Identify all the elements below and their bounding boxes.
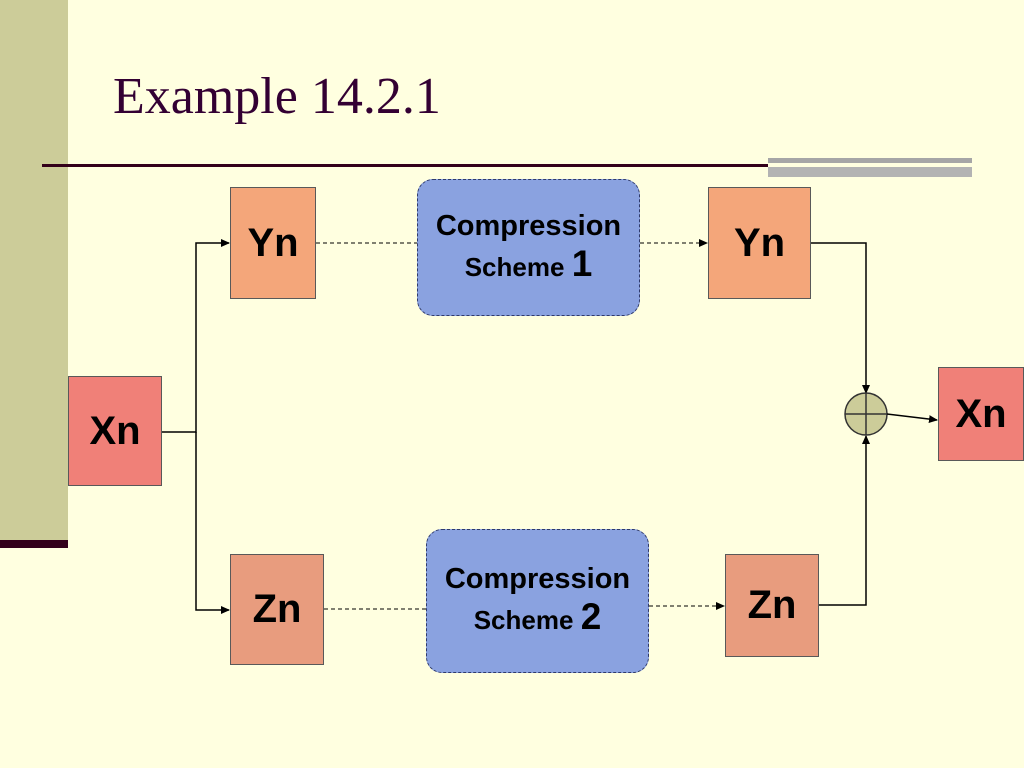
left-decorative-band bbox=[0, 0, 68, 540]
left-band-edge bbox=[0, 540, 68, 548]
zn-label: Zn bbox=[252, 587, 302, 631]
scheme1-title: Compression bbox=[435, 209, 622, 242]
wire-zn-to-adder bbox=[819, 435, 870, 606]
slide-title: Example 14.2.1 bbox=[113, 68, 441, 125]
title-bar-accent bbox=[768, 158, 972, 177]
scheme1-label: Scheme bbox=[464, 251, 565, 282]
scheme2-title: Compression bbox=[444, 563, 631, 596]
output-xn-box: Xn bbox=[938, 367, 1024, 461]
title-underline bbox=[42, 164, 972, 167]
compression-scheme-1-box: Compression Scheme 1 bbox=[417, 179, 640, 316]
yn-box: Yn bbox=[230, 187, 316, 299]
yn-reconstructed-label: Yn bbox=[733, 220, 786, 265]
compression-scheme-2-box: Compression Scheme 2 bbox=[426, 529, 649, 673]
scheme2-subtitle: Scheme 2 bbox=[474, 596, 602, 639]
scheme2-number: 2 bbox=[580, 596, 602, 638]
yn-label: Yn bbox=[247, 220, 299, 265]
yn-reconstructed-box: Yn bbox=[708, 187, 811, 299]
zn-reconstructed-box: Zn bbox=[725, 554, 819, 657]
zn-reconstructed-label: Zn bbox=[747, 583, 797, 627]
wire-yn-to-adder bbox=[811, 242, 870, 394]
input-xn-box: Xn bbox=[68, 376, 162, 486]
summing-junction-icon bbox=[844, 392, 888, 436]
scheme1-number: 1 bbox=[571, 242, 593, 284]
scheme2-label: Scheme bbox=[473, 605, 574, 636]
input-xn-label: Xn bbox=[89, 408, 141, 453]
wire-input-split bbox=[162, 239, 230, 433]
wire-split-to-zn bbox=[195, 432, 230, 614]
wire-adder-to-output bbox=[886, 413, 938, 424]
scheme1-subtitle: Scheme 1 bbox=[465, 243, 593, 286]
zn-box: Zn bbox=[230, 554, 324, 665]
output-xn-label: Xn bbox=[955, 391, 1007, 436]
